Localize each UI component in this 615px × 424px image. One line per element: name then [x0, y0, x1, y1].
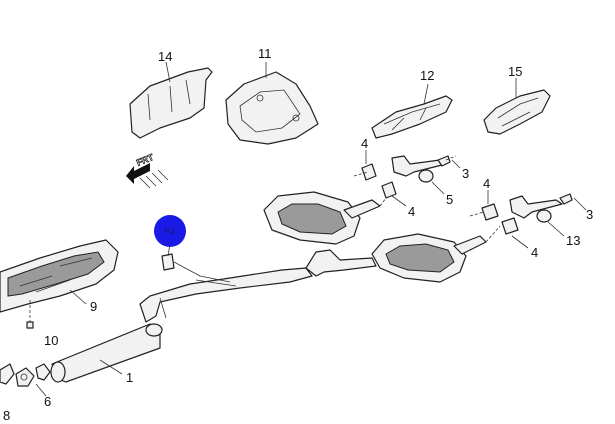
callout-3b: 3 [586, 207, 593, 222]
intermediate-pipe-1[interactable] [50, 249, 377, 383]
callout-4d: 4 [531, 245, 538, 260]
callout-2: 2 [162, 227, 177, 234]
muffler-right[interactable] [371, 225, 501, 283]
gasket-6[interactable] [0, 363, 51, 397]
hanger-group-lower[interactable] [469, 190, 587, 249]
callout-13: 13 [566, 233, 580, 248]
callout-1: 1 [126, 370, 133, 385]
callout-8: 8 [3, 408, 10, 423]
muffler-left[interactable] [263, 189, 393, 245]
callout-5: 5 [446, 192, 453, 207]
callout-11: 11 [258, 46, 272, 61]
heat-shield-14[interactable] [129, 61, 213, 139]
callout-2-highlight[interactable] [154, 215, 186, 247]
callout-15: 15 [508, 64, 522, 79]
callout-9: 9 [90, 299, 97, 314]
front-direction-indicator: FRT [126, 151, 169, 189]
callout-4a: 4 [361, 136, 368, 151]
callout-3a: 3 [462, 166, 469, 181]
heat-shield-15[interactable] [483, 78, 551, 135]
heat-shield-11[interactable] [225, 62, 319, 145]
callout-4c: 4 [483, 176, 490, 191]
hanger-group-upper[interactable] [353, 150, 461, 207]
front-pipe-9[interactable] [0, 239, 119, 313]
callout-10: 10 [44, 333, 58, 348]
callout-14: 14 [158, 49, 172, 64]
callout-4b: 4 [408, 204, 415, 219]
heat-shield-12[interactable] [371, 83, 453, 139]
callout-6: 6 [44, 394, 51, 409]
callout-12: 12 [420, 68, 434, 83]
bolt-10[interactable] [26, 300, 34, 329]
hanger-2[interactable] [161, 243, 231, 283]
